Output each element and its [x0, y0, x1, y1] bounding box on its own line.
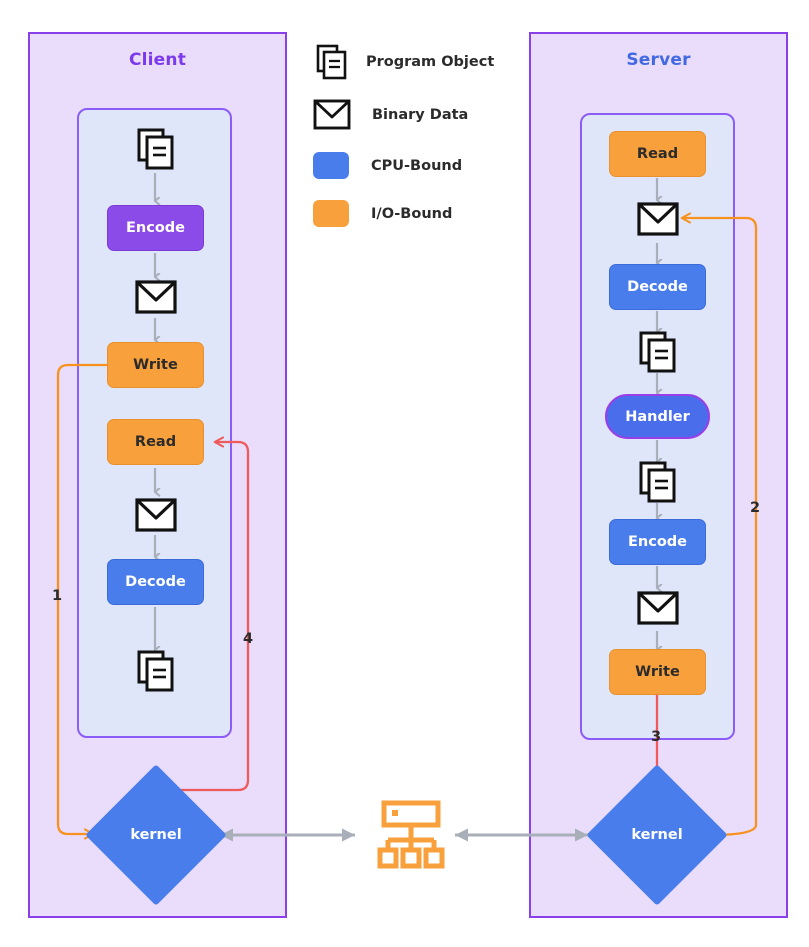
cpu-bound-swatch [313, 152, 349, 179]
client-panel-title: Client [128, 50, 187, 70]
legend-label-io-bound: I/O-Bound [371, 205, 453, 222]
legend-label-cpu-bound: CPU-Bound [371, 157, 463, 174]
program-object-icon [316, 44, 348, 80]
client-encode-node[interactable]: Encode [107, 205, 204, 251]
client-decode-label: Decode [125, 574, 186, 590]
client-kernel-node[interactable]: kernel [85, 764, 227, 906]
flow-2-label: 2 [750, 500, 761, 516]
server-encode-node[interactable]: Encode [609, 519, 706, 565]
server-kernel-node[interactable]: kernel [586, 764, 728, 906]
legend-item-io-bound: I/O-Bound [313, 200, 452, 227]
server-panel-title: Server [626, 50, 691, 70]
binary-data-icon [313, 99, 351, 130]
client-encode-label: Encode [126, 220, 185, 236]
server-binary-out-icon [637, 591, 679, 625]
client-program-object-in-icon [137, 128, 175, 170]
client-binary-out-icon [135, 280, 177, 314]
server-program-object-in-icon [639, 331, 677, 373]
server-program-object-out-icon [639, 461, 677, 503]
server-binary-in-icon [637, 202, 679, 236]
server-decode-node[interactable]: Decode [609, 264, 706, 310]
server-read-node[interactable]: Read [609, 131, 706, 177]
legend-item-binary-data: Binary Data [313, 99, 468, 130]
server-read-label: Read [636, 146, 679, 162]
server-handler-label: Handler [625, 408, 690, 425]
flow-3-label: 3 [651, 729, 662, 745]
server-write-label: Write [635, 664, 680, 680]
io-bound-swatch [313, 200, 349, 227]
server-write-node[interactable]: Write [609, 649, 706, 695]
legend-label-program-object: Program Object [366, 54, 495, 70]
server-kernel-label: kernel [631, 827, 683, 843]
client-decode-node[interactable]: Decode [107, 559, 204, 605]
flow-1-label: 1 [52, 588, 63, 604]
legend-item-program-object: Program Object [316, 44, 494, 80]
client-write-node[interactable]: Write [107, 342, 204, 388]
server-encode-label: Encode [628, 534, 687, 550]
legend-item-cpu-bound: CPU-Bound [313, 152, 462, 179]
client-write-label: Write [133, 357, 178, 373]
network-icon [377, 800, 445, 870]
server-handler-node[interactable]: Handler [605, 394, 710, 439]
client-program-object-out-icon [137, 650, 175, 692]
client-read-node[interactable]: Read [107, 419, 204, 465]
client-read-label: Read [134, 434, 177, 450]
legend-label-binary-data: Binary Data [372, 106, 469, 123]
client-binary-in-icon [135, 498, 177, 532]
server-decode-label: Decode [627, 279, 688, 295]
client-kernel-label: kernel [130, 827, 182, 843]
flow-4-label: 4 [243, 631, 254, 647]
